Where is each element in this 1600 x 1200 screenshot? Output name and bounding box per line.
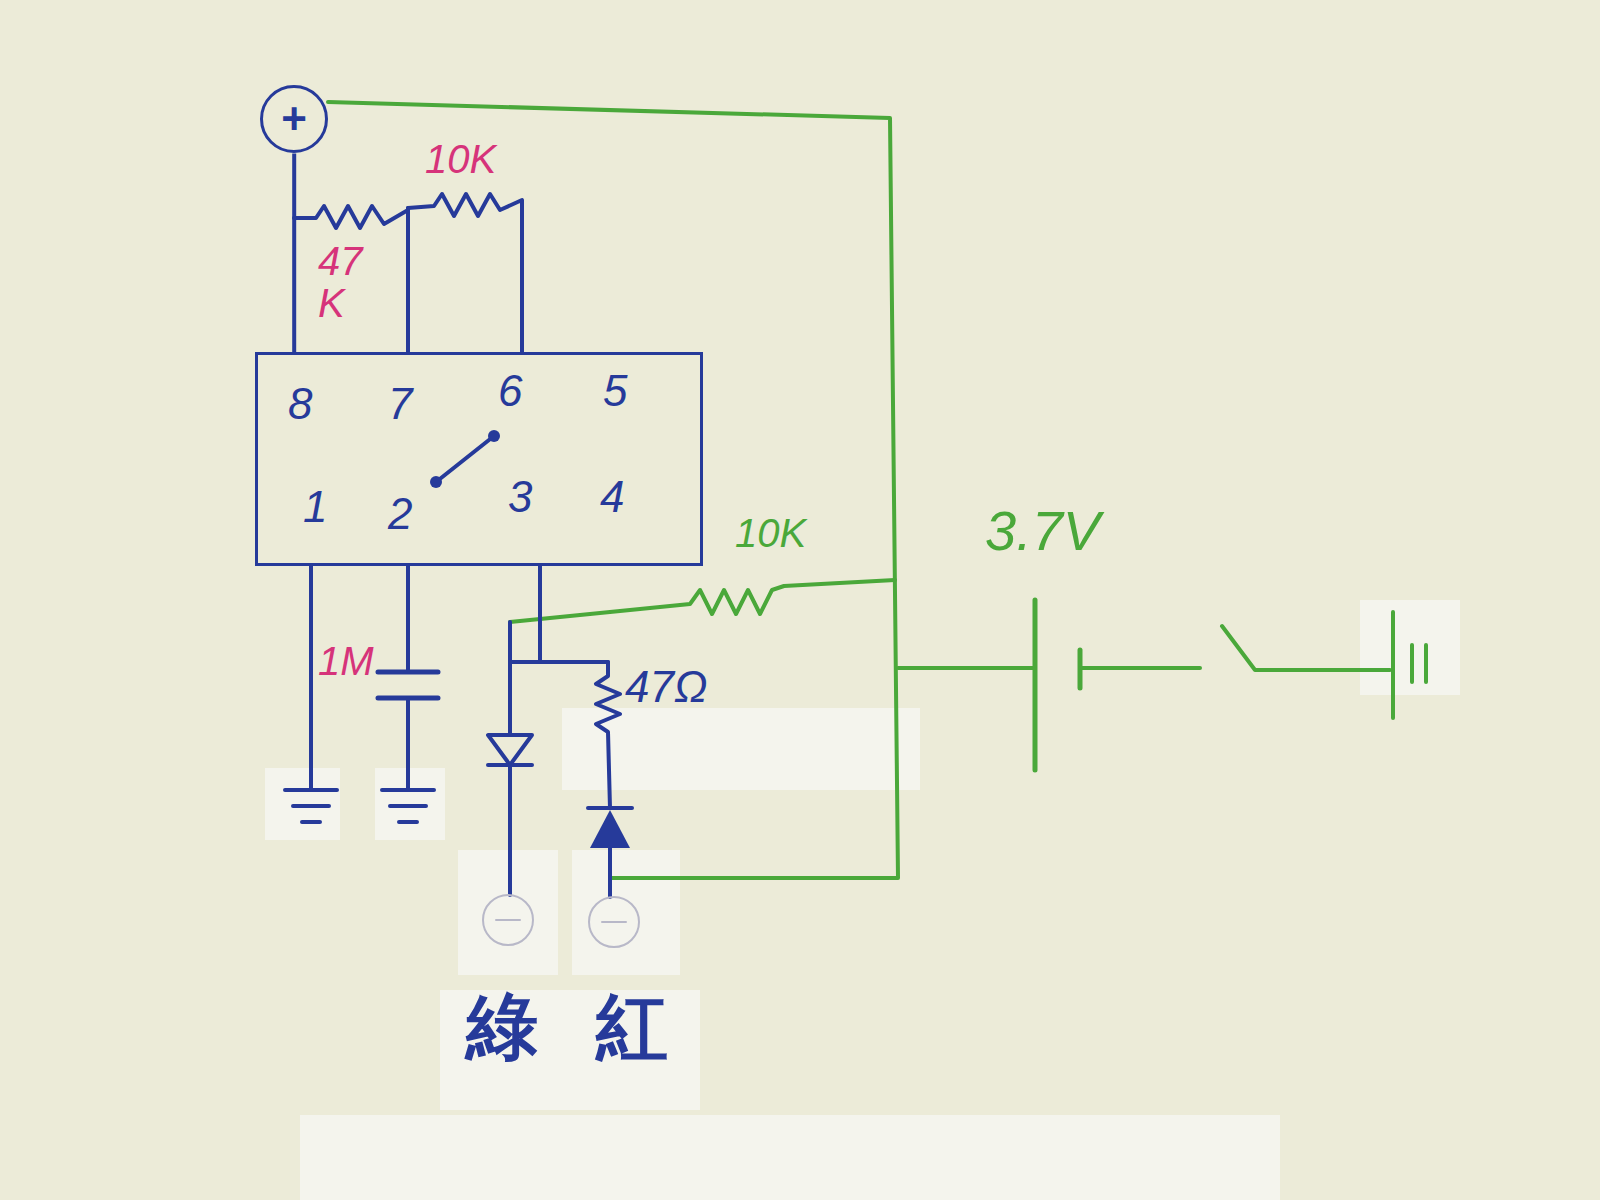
schematic-stroke: [378, 672, 438, 698]
schematic-stroke: [300, 1115, 1280, 1200]
schematic-stroke: [408, 194, 522, 352]
paper-tape: [265, 600, 1460, 1200]
power-terminal: +: [260, 85, 328, 153]
schematic-stroke: [496, 919, 520, 921]
led-color-label: 綠: [466, 990, 538, 1066]
schematic-stroke: [265, 768, 340, 840]
pin-number: 2: [388, 490, 412, 538]
resistor-value: 47Ω: [625, 664, 707, 710]
schematic-stroke: [483, 895, 533, 945]
pin-number: 7: [388, 380, 412, 428]
resistor-value: 10K: [735, 512, 806, 554]
schematic-stroke: [1410, 645, 1414, 682]
pin-number: 8: [288, 380, 312, 428]
resistor-value: 47 K: [318, 240, 368, 324]
schematic-stroke: [1222, 626, 1390, 670]
schematic-stroke: [898, 666, 1035, 670]
schematic-stroke: [602, 921, 626, 923]
schematic-stroke: [488, 430, 500, 442]
schematic-stroke: [430, 476, 442, 488]
schematic-stroke: [328, 102, 898, 878]
schematic-stroke: [510, 580, 895, 622]
schematic-stroke: [436, 436, 494, 482]
green-wires: [328, 102, 1426, 878]
schematic-stroke: [508, 622, 512, 735]
schematic-stroke: [406, 698, 410, 790]
schematic-stroke: [1033, 600, 1038, 770]
schematic-stroke: [440, 990, 700, 1110]
capacitor-value: 1M: [318, 640, 374, 682]
schematic-stroke: [1080, 666, 1200, 670]
schematic-stroke: [1360, 600, 1460, 695]
schematic-stroke: [589, 897, 639, 947]
schematic-stroke: [294, 206, 408, 228]
schematic-stroke: [590, 810, 630, 848]
resistor-value: 10K: [425, 138, 496, 180]
pin-number: 1: [303, 483, 327, 531]
pin-number: 5: [603, 367, 627, 415]
schematic-stroke: [382, 790, 434, 822]
schematic-stroke: [508, 765, 512, 895]
ic-555-box: 8 7 6 5 1 2 3 4: [255, 352, 703, 566]
pin-number: 6: [498, 367, 522, 415]
schematic-stroke: [562, 708, 920, 790]
schematic-stroke: [596, 662, 620, 808]
pin-number: 3: [508, 473, 532, 521]
schematic-stroke: [488, 735, 532, 765]
schematic-stroke: [1391, 612, 1395, 718]
pin-number: 4: [600, 473, 624, 521]
schematic-stroke: [1424, 645, 1428, 682]
schematic-stroke: [510, 566, 608, 662]
led-color-label: 紅: [596, 990, 668, 1066]
schematic-stroke: [285, 790, 337, 822]
battery-voltage: 3.7V: [985, 502, 1100, 561]
schematic-stroke: [608, 848, 612, 897]
schematic-stroke: [572, 850, 680, 975]
schematic-stroke: [406, 208, 410, 352]
schematic-stroke: [588, 806, 632, 810]
schematic-stroke: [406, 566, 410, 672]
wire-connector: [292, 153, 296, 352]
symbol-fills: [430, 430, 630, 848]
blue-wires: [285, 194, 639, 947]
terminal-sign: +: [281, 95, 307, 143]
schematic-stroke: [309, 566, 313, 790]
